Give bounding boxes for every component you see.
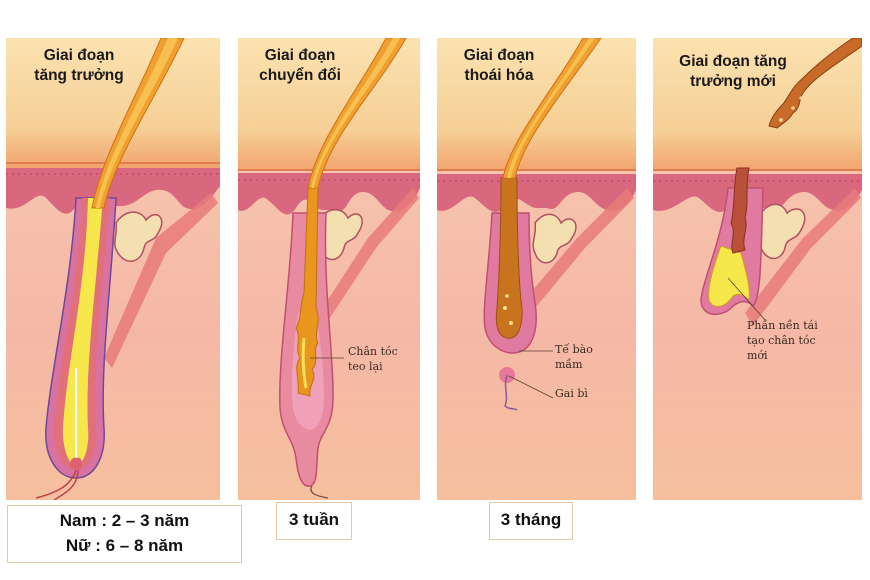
callout-line: Chân tóc bbox=[348, 345, 398, 358]
duration-box-transition: 3 tuần bbox=[276, 502, 352, 540]
title-line: chuyển đổi bbox=[259, 67, 341, 84]
panel-title: Giai đoạn tăng trưởng bbox=[24, 46, 134, 86]
panel-degeneration-stage: Giai đoạn thoái hóa Tế bào mầm Gai bì bbox=[437, 38, 636, 500]
panel-title: Giai đoạn chuyển đổi bbox=[244, 46, 356, 86]
callout-line: Gai bì bbox=[555, 387, 588, 400]
callout-line: mầm bbox=[555, 358, 583, 371]
callout-line: Tế bào bbox=[555, 343, 593, 356]
growth-stage-illustration bbox=[6, 38, 220, 500]
panel-title: Giai đoạn thoái hóa bbox=[449, 46, 549, 86]
callout-regeneration-base: Phần nền tái tạo chân tóc mới bbox=[747, 318, 818, 363]
callout-germ-cells: Tế bào mầm bbox=[555, 342, 593, 372]
title-line: tăng trưởng bbox=[34, 67, 124, 84]
panel-title: Giai đoạn tăng trưởng mới bbox=[663, 52, 803, 92]
callout-line: tạo chân tóc bbox=[747, 334, 816, 347]
title-line: Giai đoạn tăng bbox=[679, 53, 787, 70]
title-line: Giai đoạn bbox=[43, 47, 115, 64]
duration-label: 3 tuần bbox=[288, 510, 340, 529]
panel-transition-stage: Giai đoạn chuyển đổi Chân tóc teo lại bbox=[238, 38, 420, 500]
callout-line: mới bbox=[747, 349, 768, 362]
title-line: thoái hóa bbox=[464, 67, 534, 84]
transition-stage-illustration bbox=[238, 38, 420, 500]
callout-shrunken-root: Chân tóc teo lại bbox=[348, 344, 398, 374]
duration-male: Nam : 2 – 3 năm bbox=[59, 511, 190, 530]
panel-growth-stage: Giai đoạn tăng trưởng bbox=[6, 38, 220, 500]
duration-label: 3 tháng bbox=[500, 510, 562, 529]
degeneration-stage-illustration bbox=[437, 38, 636, 500]
callout-line: teo lại bbox=[348, 360, 383, 373]
new-growth-stage-illustration bbox=[653, 38, 862, 500]
duration-box-growth: Nam : 2 – 3 năm Nữ : 6 – 8 năm bbox=[7, 505, 242, 563]
duration-box-degeneration: 3 tháng bbox=[489, 502, 573, 540]
duration-female: Nữ : 6 – 8 năm bbox=[65, 536, 184, 555]
title-line: Giai đoạn bbox=[463, 47, 535, 64]
callout-dermal-papilla: Gai bì bbox=[555, 386, 588, 401]
panel-new-growth-stage: Giai đoạn tăng trưởng mới Phần nền tái t… bbox=[653, 38, 862, 500]
title-line: trưởng mới bbox=[690, 73, 776, 90]
title-line: Giai đoạn bbox=[264, 47, 336, 64]
callout-line: Phần nền tái bbox=[747, 319, 818, 332]
